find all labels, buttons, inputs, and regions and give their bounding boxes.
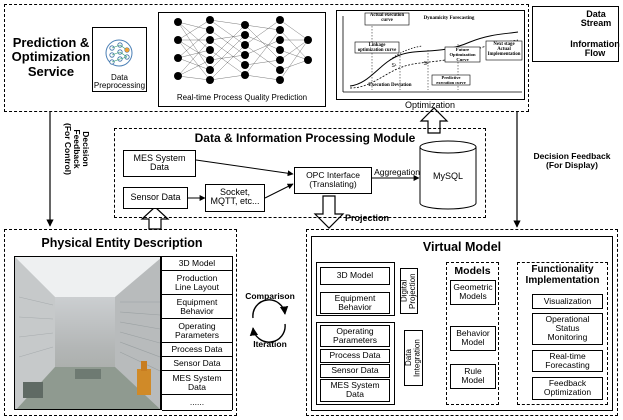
behavior-model-box <box>450 326 496 351</box>
socket-box <box>205 184 265 212</box>
operational-status-label: Operational Status Monitoring <box>545 314 590 342</box>
digital-projection-box <box>400 268 418 314</box>
visualization-label: Visualization <box>543 296 592 306</box>
processing-module-title: Data & Information Processing Module <box>194 131 416 145</box>
sensor-data-label: Sensor Data <box>130 192 181 202</box>
physical-item: Sensor Data <box>162 357 232 371</box>
prediction-service-panel <box>4 4 529 112</box>
chart-next-stage-label: Next stage Actual Implementation <box>487 42 521 58</box>
mes-system-data-label: MES System Data <box>133 153 186 173</box>
data-preprocessing-label: Data Preprocessing <box>93 73 146 91</box>
chart-s2-label: S² <box>423 61 429 67</box>
stream-arrow-sensor-up <box>140 206 170 230</box>
chart-dynamicity-label: Dynamicity Forecasting <box>423 16 475 21</box>
vm-3d-model-box <box>320 267 390 285</box>
models-group <box>446 262 499 405</box>
arrow-mes-opc <box>195 159 294 177</box>
physical-item: Production Line Layout <box>162 271 232 295</box>
factory-photo <box>14 256 161 410</box>
vm-process-data-box <box>320 349 390 363</box>
visualization-box <box>532 294 603 309</box>
virtual-model-title: Virtual Model <box>422 240 502 254</box>
legend-information-flow-label: Information Flow <box>570 39 620 59</box>
geometric-models-label: Geometric Models <box>453 282 493 301</box>
vm-equipment-behavior-label: Equipment Behavior <box>334 293 376 312</box>
chart-future-label: Future Optimization Curve <box>449 47 476 62</box>
prediction-service-title: Prediction & Optimization Service <box>11 35 91 79</box>
physical-item: Equipment Behavior <box>162 295 232 319</box>
physical-entity-title: Physical Entity Description <box>41 236 203 250</box>
decision-feedback-display-label: Decision Feedback (For Display) <box>533 151 611 170</box>
realtime-forecasting-box <box>532 350 603 372</box>
rule-model-label: Rule Model <box>461 366 485 385</box>
linkage-curve <box>389 45 423 61</box>
physical-items-list: 3D Model Production Line Layout Equipmen… <box>161 256 233 411</box>
feedback-optimization-box <box>532 377 603 400</box>
cycle-arrow-bottom <box>249 323 286 343</box>
digital-projection-label: Digital Projection <box>399 273 417 309</box>
processing-module-panel <box>114 128 486 218</box>
vm-process-data-label: Process Data <box>329 350 381 360</box>
feedback-optimization-label: Feedback Optimization <box>543 378 592 397</box>
virtual-model-panel <box>306 229 618 416</box>
opc-interface-label: OPC Interface (Translating) <box>306 170 360 189</box>
projection-label: Projection <box>345 213 390 223</box>
chart-s1-label: S¹ <box>391 63 397 69</box>
operational-status-box <box>532 313 603 345</box>
vm-operating-parameters-box <box>320 325 390 347</box>
vm-sensor-data-label: Sensor Data <box>331 365 379 375</box>
arrow-socket-opc <box>264 183 294 199</box>
data-integration-box <box>404 330 423 386</box>
physical-item: ...... <box>162 395 232 411</box>
mysql-label: MySQL <box>432 171 463 181</box>
chart-deviation-label: Execution Deviation <box>368 83 412 88</box>
physical-item: MES System Data <box>162 371 232 395</box>
geometric-models-box <box>450 280 496 305</box>
rule-model-box <box>450 364 496 389</box>
chart-actual-execution-label: Actual execution curve <box>369 13 405 24</box>
aggregation-label: Aggregation <box>374 167 420 177</box>
behavior-model-label: Behavior Model <box>456 328 490 347</box>
vm-operating-parameters-label: Operating Parameters <box>333 326 377 345</box>
models-title: Models <box>454 265 491 277</box>
realtime-forecasting-label: Real-time Forecasting <box>545 351 590 370</box>
physical-item: Operating Parameters <box>162 319 232 343</box>
stream-arrow-projection <box>313 195 345 229</box>
iteration-label: Iteration <box>253 339 287 349</box>
vm-mes-system-data-label: MES System Data <box>330 380 380 399</box>
comparison-label: Comparison <box>245 291 295 301</box>
optimization-caption: Optimization <box>404 100 456 110</box>
functionality-group <box>517 262 608 405</box>
chart-linkage-label: Linkage optimization curve <box>357 43 397 54</box>
stream-arrow-mysql-up <box>419 107 449 134</box>
cycle-arrow-top <box>252 299 289 319</box>
vm-sensor-data-box <box>320 364 390 378</box>
legend-box <box>532 6 619 62</box>
socket-label: Socket, MQTT, etc... <box>210 187 260 207</box>
vm-mes-system-data-box <box>320 379 390 402</box>
data-integration-label: Data Integration <box>404 339 422 377</box>
functionality-title: Functionality Implementation <box>525 264 600 286</box>
physical-item: Process Data <box>162 343 232 357</box>
execution-curve <box>349 31 519 87</box>
quality-prediction-label: Real-time Process Quality Prediction <box>176 93 308 102</box>
sensor-data-box <box>123 187 188 209</box>
physical-item: 3D Model <box>162 257 232 271</box>
vm-3d-model-label: 3D Model <box>336 270 374 280</box>
legend-data-stream-label: Data Stream <box>580 9 612 29</box>
vm-equipment-behavior-box <box>320 292 390 314</box>
opc-interface-box <box>294 167 372 194</box>
chart-predictive-label: Predictive execution curve <box>436 75 466 85</box>
physical-entity-panel <box>4 229 237 416</box>
mes-system-data-box <box>123 150 196 177</box>
